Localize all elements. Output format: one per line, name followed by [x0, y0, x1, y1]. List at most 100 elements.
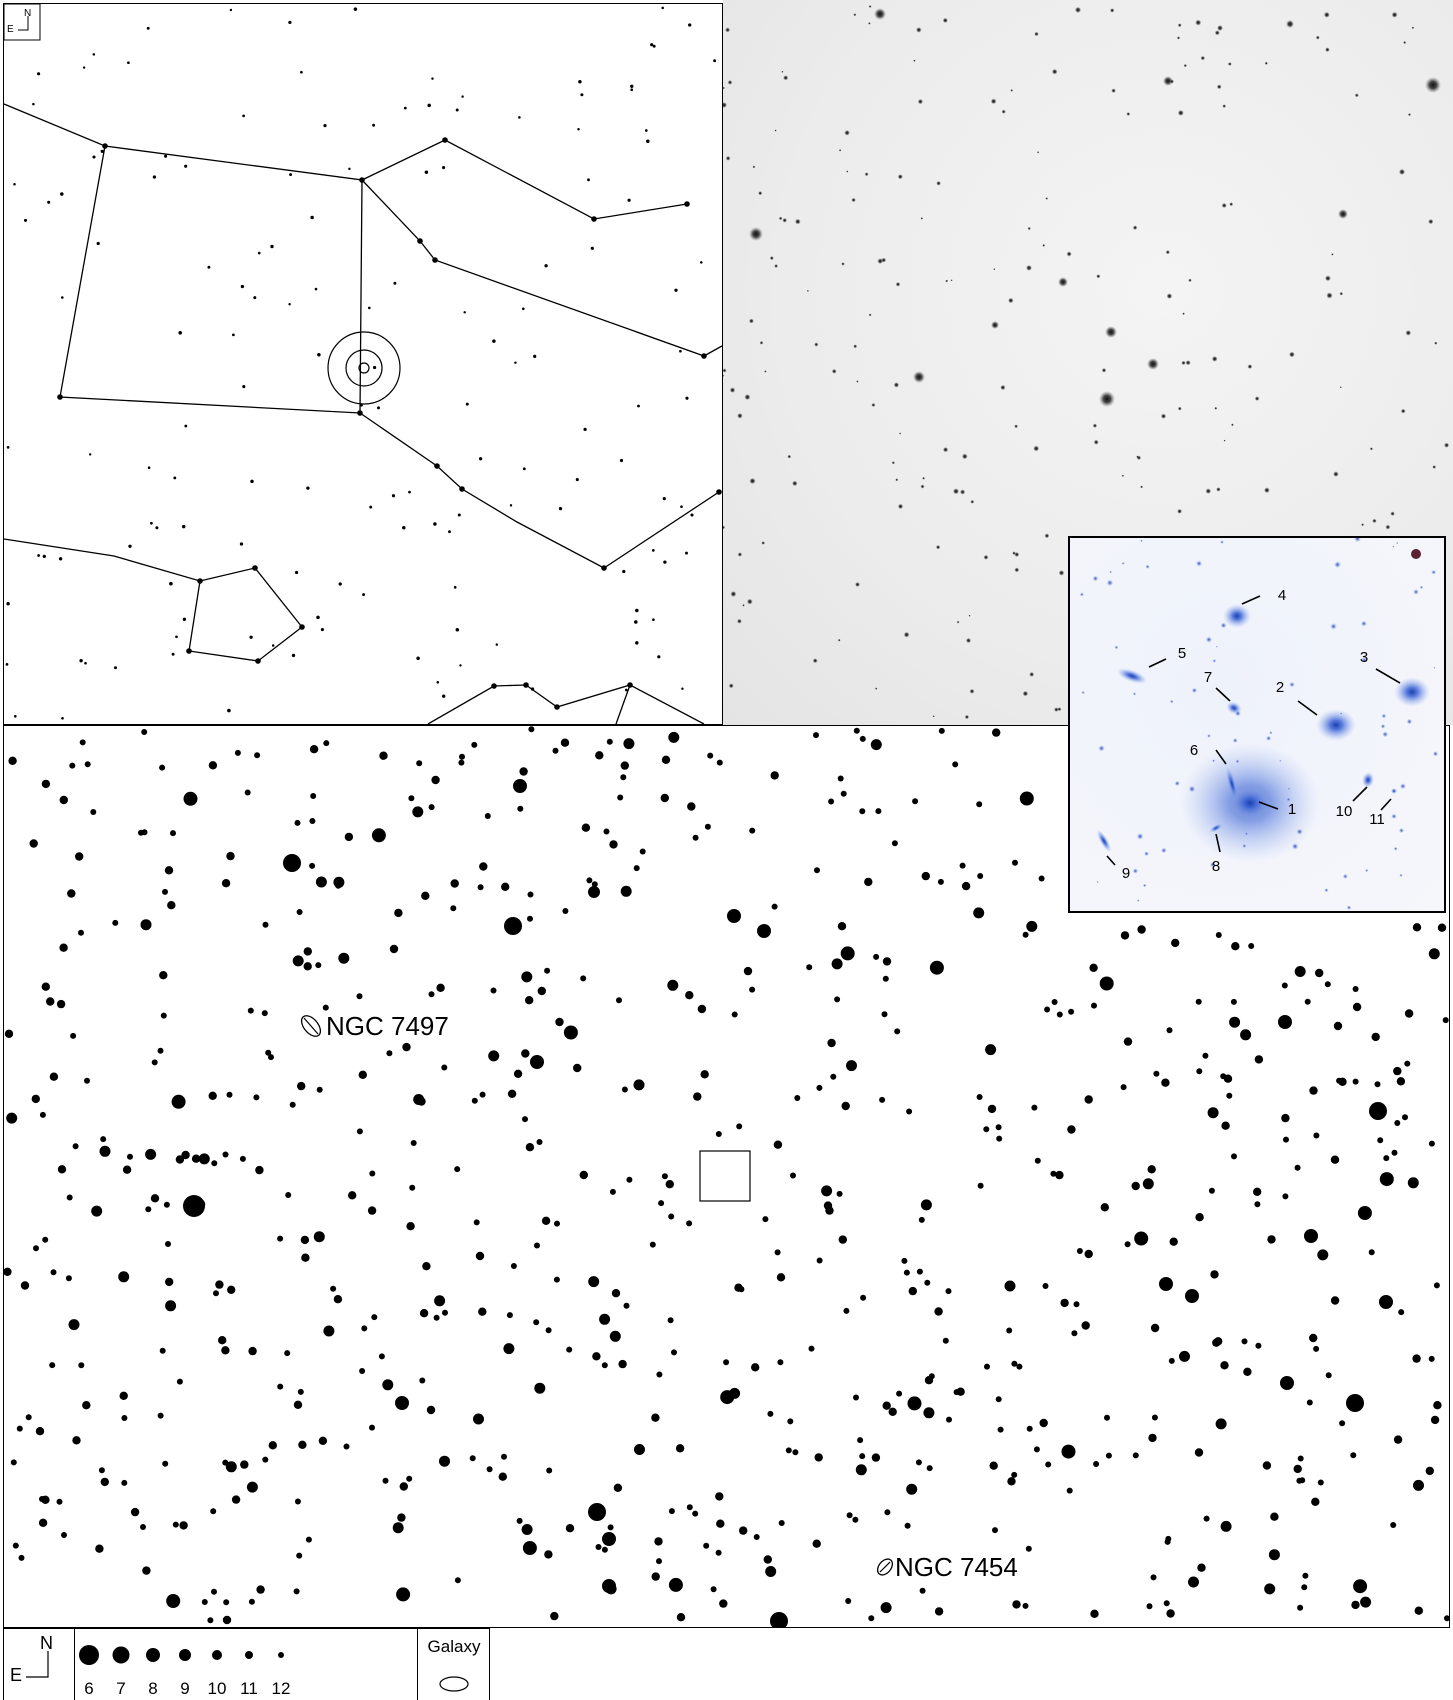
star	[841, 262, 845, 266]
star	[1240, 1029, 1252, 1041]
star	[6, 446, 10, 449]
star	[985, 1044, 997, 1056]
star	[406, 1222, 415, 1231]
star	[458, 759, 465, 766]
star	[851, 197, 856, 203]
galaxy	[1361, 772, 1375, 788]
ngc7497-label: NGC 7497	[326, 1011, 449, 1041]
star	[1342, 873, 1348, 879]
star	[298, 1440, 307, 1449]
star	[881, 1011, 888, 1018]
star	[679, 349, 682, 353]
star	[173, 476, 177, 480]
star	[399, 1482, 408, 1491]
star	[1105, 1452, 1112, 1459]
star	[882, 1401, 891, 1410]
star	[1282, 1193, 1289, 1200]
star	[707, 752, 714, 759]
star	[828, 798, 835, 805]
star	[13, 714, 17, 718]
star	[88, 453, 92, 456]
star	[996, 1135, 1003, 1142]
star	[159, 971, 168, 980]
star	[687, 802, 696, 811]
star	[1391, 813, 1397, 820]
star	[419, 1309, 429, 1318]
star	[936, 180, 941, 186]
star	[1437, 923, 1447, 932]
star	[674, 288, 678, 292]
star	[1405, 330, 1412, 336]
star	[1067, 1125, 1076, 1134]
star	[639, 848, 646, 855]
star	[1168, 1357, 1175, 1364]
star	[1196, 1068, 1203, 1075]
star	[463, 311, 466, 314]
star	[215, 1280, 224, 1289]
star	[416, 656, 420, 660]
star	[846, 1060, 857, 1072]
star	[459, 664, 462, 667]
star	[701, 353, 707, 359]
star	[37, 554, 40, 557]
star	[841, 1101, 850, 1111]
star	[704, 823, 711, 830]
star	[68, 1319, 80, 1331]
star	[837, 922, 847, 931]
star	[620, 774, 627, 781]
star	[1242, 843, 1247, 849]
star	[853, 727, 860, 734]
star	[1393, 846, 1398, 851]
star	[611, 1289, 621, 1298]
star	[1214, 406, 1218, 410]
star	[434, 463, 440, 469]
star	[378, 1353, 385, 1360]
star	[856, 380, 859, 383]
star	[478, 1307, 487, 1316]
star	[868, 1615, 875, 1622]
star	[813, 732, 819, 739]
star	[1265, 735, 1272, 741]
star	[369, 1424, 375, 1431]
star	[510, 1263, 517, 1269]
star	[578, 79, 582, 84]
star	[41, 1495, 50, 1504]
star	[227, 708, 231, 713]
star	[649, 1241, 656, 1248]
inset-galaxy-label: 7	[1204, 669, 1212, 686]
star	[599, 1313, 611, 1325]
star	[527, 915, 533, 922]
star	[816, 1257, 823, 1264]
star	[1444, 1615, 1449, 1622]
star	[151, 1059, 158, 1066]
star	[1114, 645, 1119, 650]
star	[961, 453, 968, 460]
star	[294, 819, 301, 826]
star	[541, 1216, 551, 1225]
star	[1220, 1073, 1227, 1080]
star	[806, 289, 809, 292]
star	[165, 1241, 171, 1247]
star	[211, 1588, 217, 1595]
star	[1428, 948, 1440, 960]
star	[894, 1028, 901, 1035]
star	[1034, 1157, 1041, 1164]
star	[877, 258, 884, 265]
star	[229, 8, 233, 12]
star	[893, 382, 900, 388]
star	[1241, 1338, 1248, 1345]
star	[100, 1136, 107, 1143]
star	[1147, 1165, 1156, 1174]
star	[579, 1170, 588, 1180]
star	[1042, 243, 1046, 247]
star	[1403, 40, 1407, 45]
star	[475, 1251, 485, 1261]
star	[1151, 1414, 1158, 1421]
galaxy	[1225, 766, 1239, 802]
star	[479, 1091, 486, 1098]
star	[412, 806, 424, 818]
star	[530, 1055, 544, 1069]
star	[320, 628, 324, 632]
star	[1309, 1086, 1318, 1095]
star	[1045, 1461, 1052, 1468]
